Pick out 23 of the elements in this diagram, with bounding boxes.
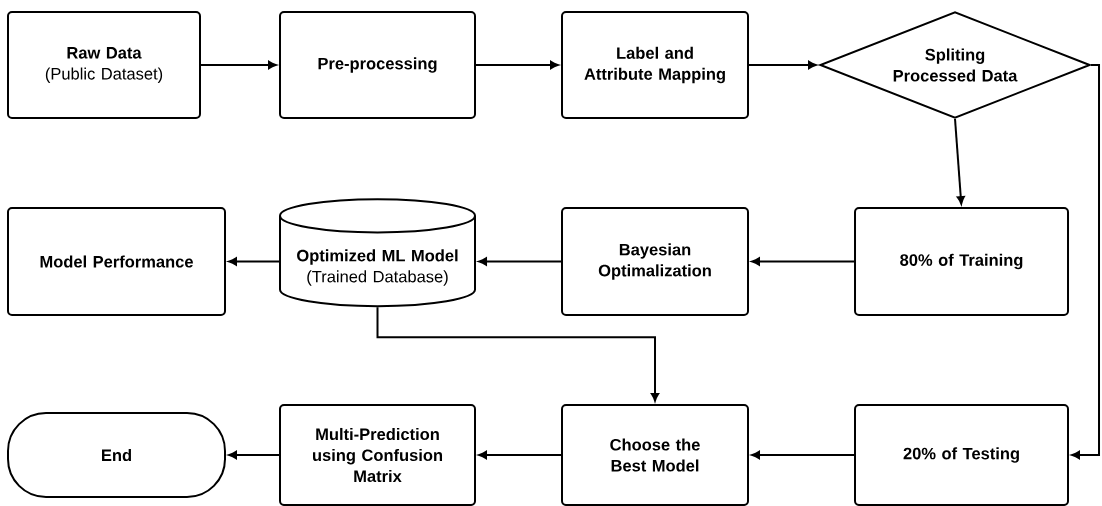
database-cylinder: Optimized ML Model (Trained Database) <box>279 198 476 308</box>
terminal-box: End <box>7 412 226 498</box>
process-box: Multi-Prediction using Confusion Matrix <box>279 404 476 506</box>
process-box: Raw Data (Public Dataset) <box>7 11 201 119</box>
arrow <box>1071 64 1100 460</box>
arrow <box>478 257 562 266</box>
arrow <box>200 60 277 70</box>
process-box: 20% of Testing <box>854 404 1069 506</box>
arrow <box>376 306 660 402</box>
arrow <box>228 450 280 460</box>
process-box: 80% of Training <box>854 207 1069 316</box>
arrow <box>748 60 817 70</box>
arrow <box>478 450 562 460</box>
arrow <box>751 257 855 266</box>
process-box: Label and Attribute Mapping <box>561 11 749 119</box>
arrow <box>475 60 559 70</box>
arrow <box>228 257 280 266</box>
process-box: Choose the Best Model <box>561 404 749 506</box>
arrow <box>751 450 855 460</box>
process-box: Pre-processing <box>279 11 476 119</box>
arrow <box>954 118 965 205</box>
process-box: Bayesian Optimalization <box>561 207 749 316</box>
process-box: Model Performance <box>7 207 226 316</box>
